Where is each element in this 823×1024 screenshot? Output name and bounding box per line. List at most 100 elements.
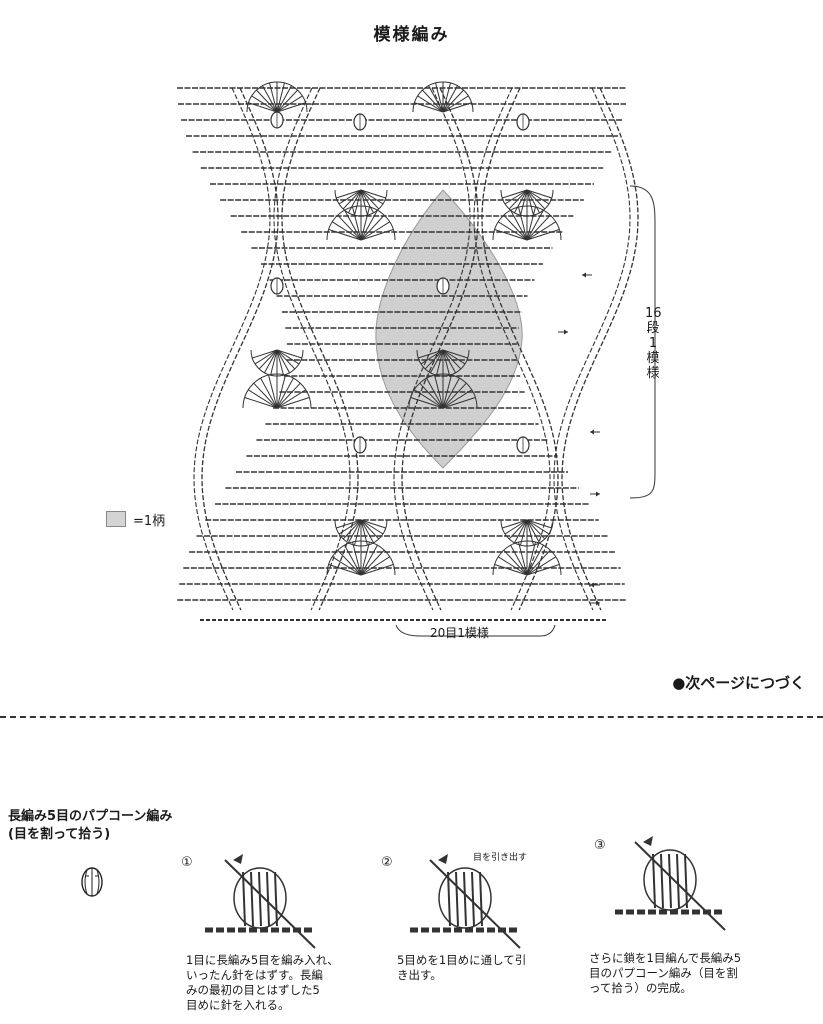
fan-arc xyxy=(500,189,554,217)
pineapple-fan xyxy=(334,189,388,217)
arrow-head xyxy=(590,582,594,588)
fan-stitch xyxy=(430,349,444,374)
arrow-head xyxy=(590,429,594,435)
step-1-number: ① xyxy=(181,855,193,870)
fan-stitch xyxy=(442,389,472,409)
popcorn-stitch-symbol xyxy=(436,277,450,295)
pineapple-fan xyxy=(412,81,474,113)
fan-stitch xyxy=(503,549,528,576)
pineapple-fans xyxy=(242,81,562,576)
fan-stitch xyxy=(502,189,528,199)
fan-stitch xyxy=(442,349,450,376)
repeat-brackets xyxy=(395,185,656,637)
stitches-bracket xyxy=(395,624,556,637)
popcorn-stitch-symbol xyxy=(81,867,103,897)
pull-through-callout: 目を引き出す xyxy=(473,853,528,863)
fan-stitch xyxy=(434,374,444,409)
fan-stitch xyxy=(269,82,278,113)
fan-stitch xyxy=(276,85,292,113)
fan-stitch xyxy=(419,382,444,409)
fan-stitch xyxy=(360,189,386,199)
fan-stitch xyxy=(442,95,469,113)
fan-stitch xyxy=(422,89,444,113)
popcorn-stitch-symbol xyxy=(270,277,284,295)
stitches-repeat-label: 20目1模様 xyxy=(430,626,489,640)
pineapple-fan xyxy=(416,349,470,377)
fan-stitch xyxy=(344,544,362,576)
rows-repeat-label: 16 段 1 模 様 xyxy=(645,306,662,381)
chart-stitch-rows xyxy=(177,87,627,601)
fan-stitch xyxy=(526,519,534,546)
fan-stitch xyxy=(360,549,385,576)
row-direction-arrows xyxy=(558,272,600,606)
fan-stitch xyxy=(526,209,544,241)
legend-label: =1柄 xyxy=(133,514,166,529)
fan-stitch xyxy=(248,389,278,409)
fan-stitch xyxy=(360,189,368,216)
fan-stitch xyxy=(526,556,556,576)
popcorn-cluster xyxy=(438,867,492,929)
fan-stitch xyxy=(276,374,286,409)
stitch-column xyxy=(281,87,359,611)
fan-stitch xyxy=(354,519,362,546)
technique-illustrations xyxy=(81,836,726,949)
rows-bracket xyxy=(629,185,656,499)
crochet-hook xyxy=(224,859,316,949)
fan-stitch xyxy=(276,349,302,359)
double-crochet xyxy=(668,853,672,909)
fan-stitch xyxy=(270,349,278,376)
fan-arc xyxy=(246,81,308,113)
fan-stitch xyxy=(276,349,300,365)
step-3-number: ③ xyxy=(594,838,606,853)
stitch-column xyxy=(193,87,271,611)
fan-stitch xyxy=(276,397,310,409)
fan-stitch xyxy=(360,189,374,214)
fan-stitch xyxy=(526,189,552,199)
fan-stitch xyxy=(360,221,390,241)
fan-stitch xyxy=(276,95,303,113)
arrow-head xyxy=(564,329,568,335)
stitch-column xyxy=(553,87,631,611)
hook-arrow-icon xyxy=(233,854,243,864)
fan-stitch xyxy=(442,82,451,113)
fan-stitch xyxy=(498,556,528,576)
continued-note: ●次ページにつづく xyxy=(672,674,805,692)
step-2-text: 5目めを1目めに通して引 き出す。 xyxy=(397,953,527,982)
fan-stitch xyxy=(338,519,362,535)
page-title: 模様編み xyxy=(373,25,450,45)
fan-stitch xyxy=(360,519,374,544)
hook-arrow-icon xyxy=(438,854,448,864)
fan-stitch xyxy=(360,519,386,529)
fan-stitch xyxy=(337,214,362,241)
fan-stitch xyxy=(360,214,385,241)
fan-stitch xyxy=(414,389,444,409)
fan-stitch xyxy=(526,221,556,241)
fan-stitch xyxy=(342,189,362,210)
double-crochet xyxy=(242,871,246,927)
double-crochet xyxy=(463,871,467,927)
fan-stitch xyxy=(248,102,278,113)
fan-stitch xyxy=(253,382,278,409)
fan-stitch xyxy=(508,519,528,540)
pineapple-fan xyxy=(242,373,312,409)
fan-arc xyxy=(500,519,554,547)
rows-repeat-part: 16 xyxy=(645,306,662,321)
arrow-right-icon xyxy=(590,491,600,497)
fan-stitch xyxy=(442,374,452,409)
popcorn-cluster xyxy=(233,867,287,929)
double-crochet xyxy=(652,853,656,909)
rows-repeat-part: 模 xyxy=(646,351,660,366)
fan-stitch xyxy=(354,189,362,216)
fan-stitch xyxy=(262,85,278,113)
crochet-hook xyxy=(634,841,726,931)
fan-stitch xyxy=(360,189,384,205)
fan-stitch xyxy=(442,102,472,113)
popcorn-stitch-symbol xyxy=(270,111,284,129)
fan-stitch xyxy=(244,397,278,409)
fan-stitch xyxy=(276,349,290,374)
fan-stitch xyxy=(337,549,362,576)
fan-stitch xyxy=(510,209,528,241)
fan-stitch xyxy=(360,209,378,241)
fan-stitch xyxy=(360,541,370,576)
fan-stitch xyxy=(442,382,467,409)
